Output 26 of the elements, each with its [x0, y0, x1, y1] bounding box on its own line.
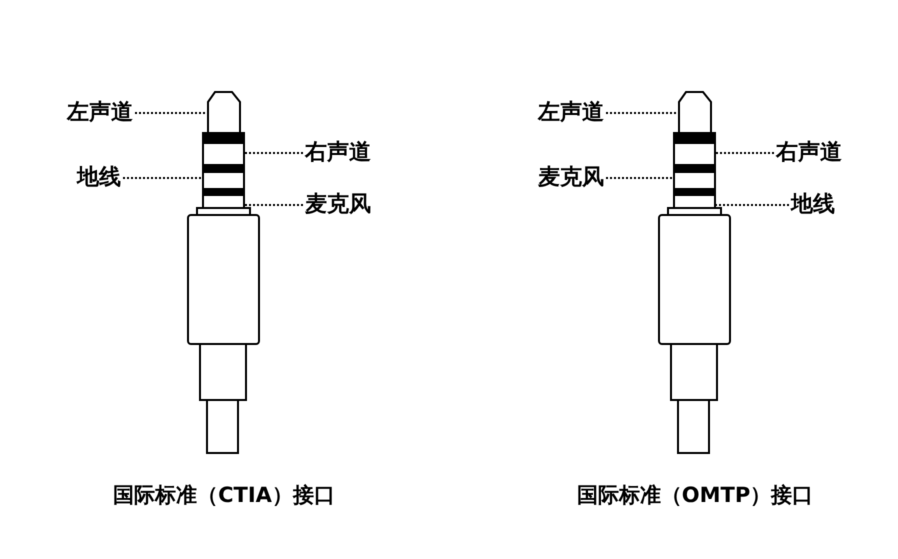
plug-ring [673, 142, 716, 166]
part-label: 麦克风 [305, 192, 371, 218]
leader-line [606, 177, 674, 179]
leader-line [135, 112, 208, 114]
caption: 国际标准（OMTP）接口 [576, 482, 814, 508]
plug-ring [202, 142, 245, 166]
plug-ring [673, 171, 716, 190]
part-label: 麦克风 [538, 165, 604, 191]
caption: 国际标准（CTIA）接口 [113, 482, 335, 508]
leader-line [715, 204, 789, 206]
part-label: 地线 [791, 192, 835, 218]
part-label: 左声道 [538, 100, 604, 126]
part-label: 右声道 [305, 140, 371, 166]
leader-line [606, 112, 679, 114]
plug-ring [202, 171, 245, 190]
leader-line [244, 204, 303, 206]
part-label: 地线 [77, 165, 121, 191]
leader-line [244, 152, 303, 154]
plug-tip [207, 91, 241, 134]
plug-sleeve [673, 194, 716, 209]
plug-sleeve [202, 194, 245, 209]
leader-line [123, 177, 203, 179]
part-label: 左声道 [67, 100, 133, 126]
part-label: 右声道 [776, 140, 842, 166]
leader-line [715, 152, 774, 154]
plug-tip [678, 91, 712, 134]
